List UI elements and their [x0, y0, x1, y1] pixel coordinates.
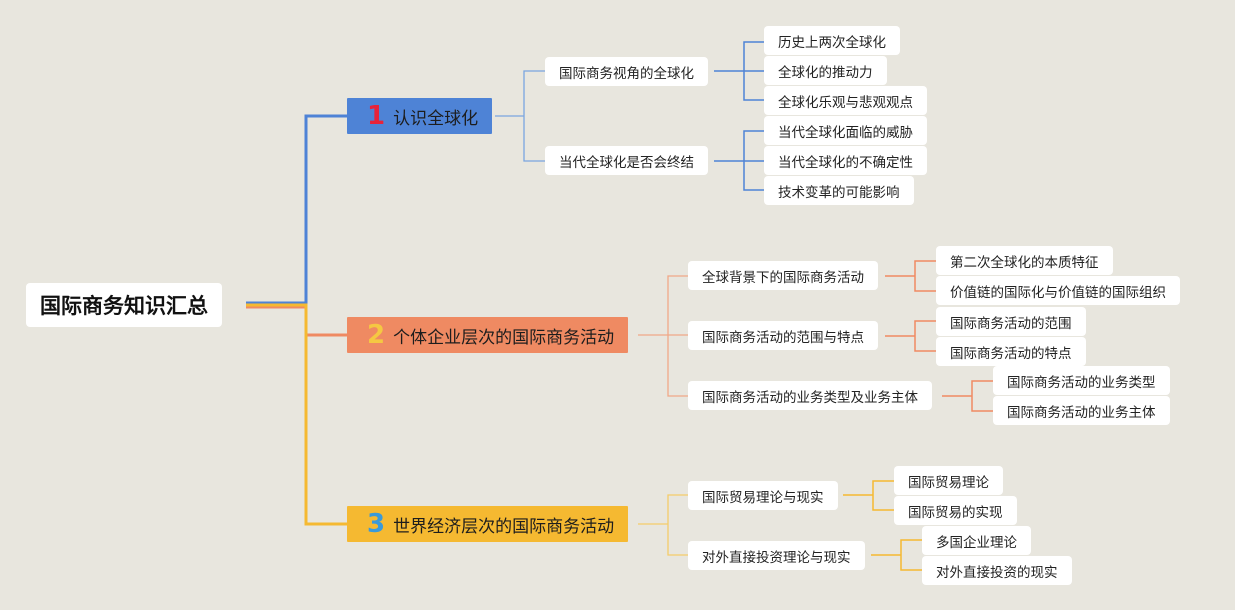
b3t2-item-2-label: 对外直接投资的现实	[936, 564, 1058, 581]
b2t3-connector	[942, 380, 993, 412]
branch-2[interactable]: 2 个体企业层次的国际商务活动	[347, 317, 629, 353]
b2t2-item-2[interactable]: 国际商务活动的特点	[936, 337, 1086, 366]
b1t1-connector	[714, 41, 764, 101]
b2t1-connector	[885, 260, 936, 292]
branch-3[interactable]: 3 世界经济层次的国际商务活动	[347, 506, 629, 542]
b2t3-item-2[interactable]: 国际商务活动的业务主体	[993, 396, 1170, 425]
b1t2-item-1-label: 当代全球化面临的威胁	[778, 124, 913, 141]
b1t1-item-1-label: 历史上两次全球化	[778, 34, 886, 51]
b2t3-item-1[interactable]: 国际商务活动的业务类型	[993, 366, 1170, 395]
b2-topic-2-label: 国际商务活动的范围与特点	[702, 329, 864, 346]
b2t2-item-1[interactable]: 国际商务活动的范围	[936, 307, 1086, 336]
b3t1-item-1[interactable]: 国际贸易理论	[894, 466, 1003, 495]
branch-1-label: 认识全球化	[393, 108, 479, 129]
b2-topic-3-label: 国际商务活动的业务类型及业务主体	[702, 389, 918, 406]
b2t2-item-2-label: 国际商务活动的特点	[950, 345, 1072, 362]
root-trunk-b1	[246, 114, 347, 305]
branch-2-number: 2	[367, 320, 386, 350]
b3-topic-1[interactable]: 国际贸易理论与现实	[688, 481, 838, 510]
b2t1-item-2-label: 价值链的国际化与价值链的国际组织	[950, 284, 1166, 301]
b3-connector	[638, 494, 688, 556]
b1-topic-2[interactable]: 当代全球化是否会终结	[545, 146, 708, 175]
b2t2-item-1-label: 国际商务活动的范围	[950, 315, 1072, 332]
b2-topic-1-label: 全球背景下的国际商务活动	[702, 269, 864, 286]
b1t1-item-2-label: 全球化的推动力	[778, 64, 873, 81]
b3t2-item-1-label: 多国企业理论	[936, 534, 1017, 551]
b2t1-item-2[interactable]: 价值链的国际化与价值链的国际组织	[936, 276, 1180, 305]
b1t1-item-1[interactable]: 历史上两次全球化	[764, 26, 900, 55]
b1t2-item-2[interactable]: 当代全球化的不确定性	[764, 146, 927, 175]
b2t1-item-1[interactable]: 第二次全球化的本质特征	[936, 246, 1113, 275]
b1t2-item-3-label: 技术变革的可能影响	[778, 184, 900, 201]
root-topic[interactable]: 国际商务知识汇总	[26, 283, 222, 327]
b3t2-item-2[interactable]: 对外直接投资的现实	[922, 556, 1072, 585]
b2t3-item-2-label: 国际商务活动的业务主体	[1007, 404, 1156, 421]
b3-topic-2-label: 对外直接投资理论与现实	[702, 549, 851, 566]
b3t1-item-2-label: 国际贸易的实现	[908, 504, 1003, 521]
root-topic-label: 国际商务知识汇总	[40, 294, 208, 318]
b2-topic-2[interactable]: 国际商务活动的范围与特点	[688, 321, 878, 350]
branch-3-label: 世界经济层次的国际商务活动	[393, 516, 615, 537]
b3-topic-1-label: 国际贸易理论与现实	[702, 489, 824, 506]
b1t1-item-2[interactable]: 全球化的推动力	[764, 56, 887, 85]
b2-topic-3[interactable]: 国际商务活动的业务类型及业务主体	[688, 381, 932, 410]
branch-1[interactable]: 1 认识全球化	[347, 98, 493, 134]
b3t1-connector	[843, 480, 894, 511]
b1-topic-1-label: 国际商务视角的全球化	[559, 65, 694, 82]
b2-topic-1[interactable]: 全球背景下的国际商务活动	[688, 261, 878, 290]
branch-1-number: 1	[367, 101, 386, 131]
b1t2-item-2-label: 当代全球化的不确定性	[778, 154, 913, 171]
b1-topic-2-label: 当代全球化是否会终结	[559, 154, 694, 171]
b1t1-item-3[interactable]: 全球化乐观与悲观观点	[764, 86, 927, 115]
b3t2-item-1[interactable]: 多国企业理论	[922, 526, 1031, 555]
b1t2-connector	[714, 130, 764, 191]
b1t2-item-3[interactable]: 技术变革的可能影响	[764, 176, 914, 205]
b1t1-item-3-label: 全球化乐观与悲观观点	[778, 94, 913, 111]
b2t2-connector	[885, 320, 936, 352]
b2t3-item-1-label: 国际商务活动的业务类型	[1007, 374, 1156, 391]
b3t1-item-1-label: 国际贸易理论	[908, 474, 989, 491]
root-trunk-b3	[246, 303, 347, 526]
b3t1-item-2[interactable]: 国际贸易的实现	[894, 496, 1017, 525]
b3-topic-2[interactable]: 对外直接投资理论与现实	[688, 541, 865, 570]
branch-2-label: 个体企业层次的国际商务活动	[393, 327, 615, 348]
branch-3-number: 3	[367, 509, 386, 539]
root-trunk-b2	[246, 305, 347, 337]
b2-connector	[638, 275, 688, 397]
b1-topic-1[interactable]: 国际商务视角的全球化	[545, 57, 708, 86]
b1t2-item-1[interactable]: 当代全球化面临的威胁	[764, 116, 927, 145]
b3t2-connector	[871, 539, 922, 571]
b2t1-item-1-label: 第二次全球化的本质特征	[950, 254, 1099, 271]
b1-connector	[495, 70, 545, 162]
